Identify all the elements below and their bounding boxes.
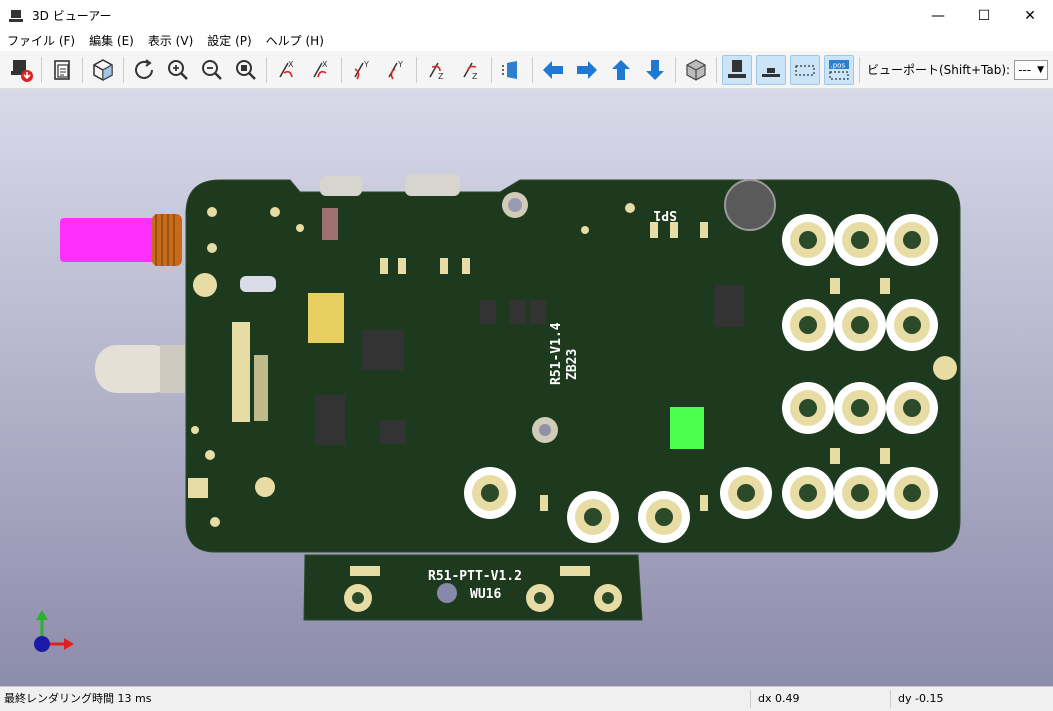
show-tht-button[interactable] xyxy=(722,54,752,85)
mounting-hole xyxy=(437,583,457,603)
svg-text:Y: Y xyxy=(397,60,403,69)
rotate-x-ccw-button[interactable]: X xyxy=(306,55,336,85)
maximize-button[interactable]: ☐ xyxy=(977,7,991,24)
ptt-label-version: R51-PTT-V1.2 xyxy=(428,569,522,584)
rotate-y-icon: Y xyxy=(354,60,369,79)
top-connector xyxy=(320,176,362,196)
axis-indicator xyxy=(34,610,74,652)
small-pads xyxy=(188,203,890,576)
move-right-button[interactable] xyxy=(572,55,602,85)
viewport-selected-value: --- xyxy=(1018,62,1032,77)
render-time-text: 最終レンダリング時間 13 ms xyxy=(4,692,152,705)
rotate-z-cw-button[interactable]: Z xyxy=(422,55,452,85)
zoom-fit-icon xyxy=(236,59,256,80)
menu-edit[interactable]: 編集 (E) xyxy=(89,34,134,48)
virtual-component-icon xyxy=(795,64,815,76)
window-title: 3D ビューアー xyxy=(32,9,112,23)
pcb-render: R51-V1.4 ZB23 SP1 R51-PTT-V1.2 WU16 xyxy=(34,174,961,652)
cube-outline-icon xyxy=(93,58,113,81)
dy-readout: dy -0.15 xyxy=(898,692,944,705)
toolbar: X X Y Y Z Z .pos xyxy=(0,51,1053,89)
viewport-label: ビューポート(Shift+Tab): xyxy=(867,63,1011,77)
show-virtual-button[interactable] xyxy=(790,54,820,85)
reload-button[interactable] xyxy=(129,55,159,85)
menu-bar: ファイル (F) 編集 (E) 表示 (V) 設定 (P) ヘルプ (H) xyxy=(0,31,1053,51)
ptt-label-code: WU16 xyxy=(470,587,501,602)
tht-component-icon xyxy=(728,59,746,78)
fpc-connector xyxy=(232,322,250,422)
svg-text:Y: Y xyxy=(363,60,369,69)
dx-readout: dx 0.49 xyxy=(758,692,800,705)
main-board xyxy=(185,179,961,553)
menu-view[interactable]: 表示 (V) xyxy=(147,34,194,48)
svg-text:Z: Z xyxy=(472,72,478,81)
export-image-button[interactable] xyxy=(6,55,36,85)
rotate-z-icon: Z xyxy=(463,62,478,81)
menu-preferences[interactable]: 設定 (P) xyxy=(207,34,252,48)
zoom-out-icon xyxy=(202,59,222,80)
move-left-button[interactable] xyxy=(538,55,568,85)
show-smd-button[interactable] xyxy=(756,54,786,85)
pad-holes xyxy=(352,231,921,604)
minimize-button[interactable]: — xyxy=(931,7,945,24)
title-bar: 3D ビューアー — ☐ ✕ xyxy=(0,0,1053,32)
highlighted-ic xyxy=(670,407,704,449)
status-bar: 最終レンダリング時間 13 ms dx 0.49 dy -0.15 xyxy=(0,686,1053,711)
arrow-down-icon xyxy=(646,59,664,80)
copy-clipboard-button[interactable] xyxy=(47,55,77,85)
ic-chip xyxy=(714,285,744,327)
arrow-left-icon xyxy=(543,60,563,79)
ic-chip xyxy=(362,330,404,370)
chevron-down-icon: ▼ xyxy=(1037,64,1045,75)
cube-solid-icon xyxy=(686,58,706,81)
app-icon xyxy=(9,9,23,22)
show-not-in-pos-button[interactable]: .pos xyxy=(824,54,854,85)
zoom-fit-button[interactable] xyxy=(231,55,261,85)
zoom-out-button[interactable] xyxy=(197,55,227,85)
flip-board-button[interactable] xyxy=(497,55,527,85)
top-connector xyxy=(405,174,460,196)
rotate-x-icon: X xyxy=(279,60,294,77)
sma-connector xyxy=(60,214,182,266)
rotate-z-icon: Z xyxy=(429,62,444,81)
zoom-in-icon xyxy=(168,59,188,80)
move-down-button[interactable] xyxy=(640,55,670,85)
svg-text:.pos: .pos xyxy=(831,61,846,69)
export-image-icon xyxy=(11,59,33,82)
pos-file-icon: .pos xyxy=(829,59,849,80)
zoom-in-button[interactable] xyxy=(163,55,193,85)
svg-text:X: X xyxy=(322,60,328,69)
viewport-select[interactable]: --- ▼ xyxy=(1014,59,1049,80)
speaker xyxy=(724,179,776,231)
3d-canvas[interactable]: R51-V1.4 ZB23 SP1 R51-PTT-V1.2 WU16 xyxy=(0,89,1053,686)
rotate-y-ccw-button[interactable]: Y xyxy=(381,55,411,85)
close-button[interactable]: ✕ xyxy=(1024,7,1036,24)
settings-3d-button[interactable] xyxy=(88,55,118,85)
audio-jack xyxy=(95,345,185,393)
smd-component-icon xyxy=(762,67,780,77)
clipboard-icon xyxy=(54,59,70,80)
rotate-x-cw-button[interactable]: X xyxy=(272,55,302,85)
rotate-y-cw-button[interactable]: Y xyxy=(347,55,377,85)
rotate-y-icon: Y xyxy=(388,60,403,79)
board-label-code: ZB23 xyxy=(565,349,580,380)
ortho-projection-button[interactable] xyxy=(681,55,711,85)
speaker-label: SP1 xyxy=(653,207,677,222)
svg-text:Z: Z xyxy=(438,72,444,81)
move-up-button[interactable] xyxy=(606,55,636,85)
rotate-x-icon: X xyxy=(313,60,328,77)
menu-file[interactable]: ファイル (F) xyxy=(7,34,76,48)
board-label-version: R51-V1.4 xyxy=(549,322,564,385)
large-pads xyxy=(464,214,938,543)
flip-board-icon xyxy=(502,60,517,79)
svg-text:X: X xyxy=(288,60,294,69)
ptt-board xyxy=(303,554,643,621)
rotate-z-ccw-button[interactable]: Z xyxy=(456,55,486,85)
tantalum-cap xyxy=(308,293,344,343)
arrow-right-icon xyxy=(577,60,597,79)
arrow-up-icon xyxy=(612,59,630,80)
refresh-icon xyxy=(135,58,153,79)
menu-help[interactable]: ヘルプ (H) xyxy=(265,34,324,48)
